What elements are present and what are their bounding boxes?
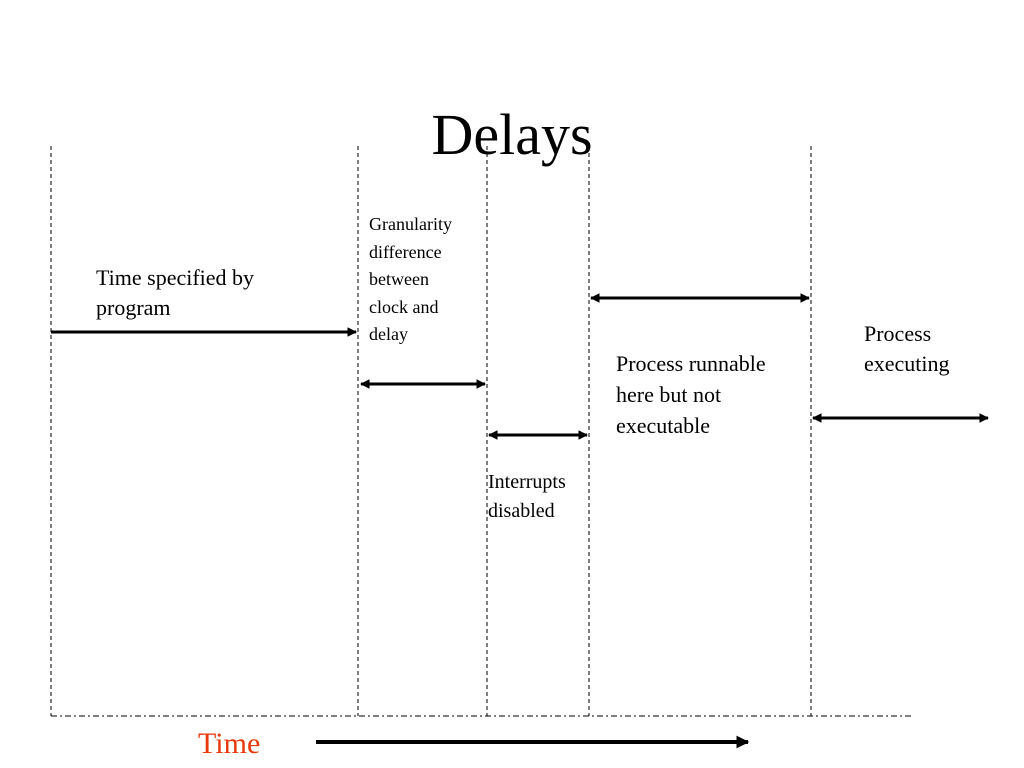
label-interrupts-disabled: Interrupts disabled [488,471,566,522]
label-time-specified: Time specified by program [96,265,255,320]
label-runnable-not-executable: Process runnable here but not executable [616,351,766,438]
time-axis-label: Time [198,727,261,760]
slide-title: Delays [431,102,593,167]
label-process-executing: Process executing [864,321,950,376]
label-granularity-difference: Granularity difference between clock and… [369,214,452,344]
